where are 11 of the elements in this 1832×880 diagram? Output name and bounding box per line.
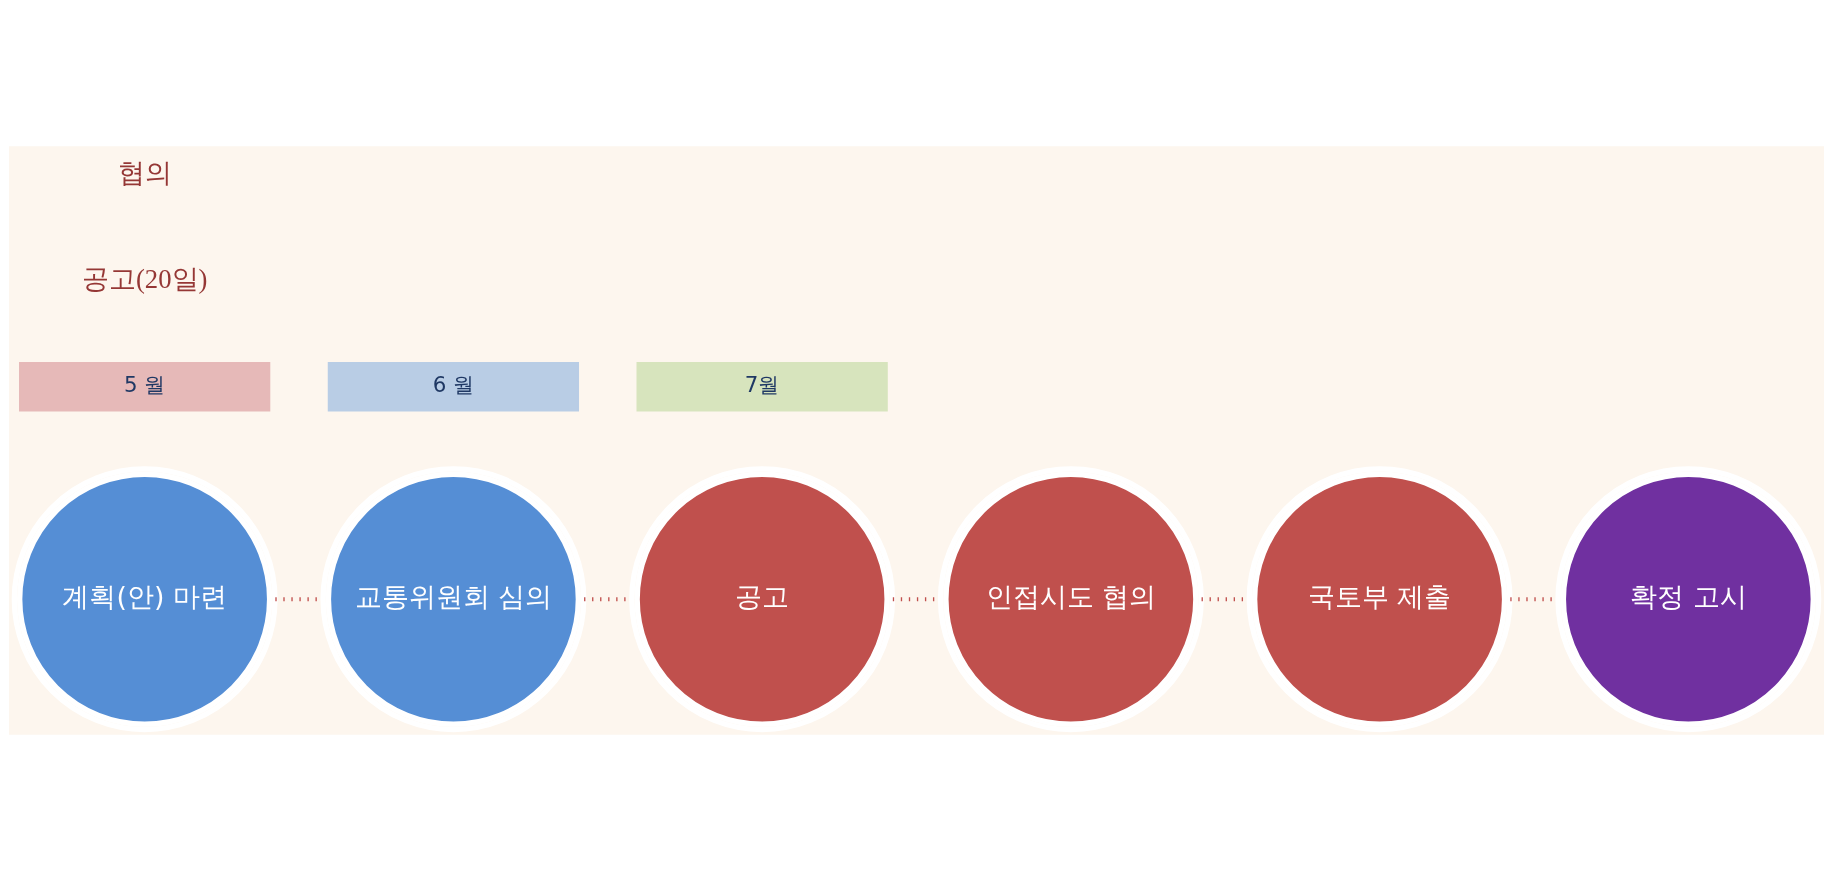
node-circle: 확정 고시	[1554, 465, 1821, 732]
node-circle: 공고	[628, 465, 895, 732]
node-circle: 교통위원회 심의	[319, 465, 586, 732]
node-circle: 계획(안) 마련	[11, 465, 278, 732]
node-box: 7월	[636, 361, 888, 411]
label: 협의	[117, 157, 172, 188]
label: 공고(20일)	[81, 263, 207, 294]
node-box: 6 월	[327, 361, 579, 411]
node-circle: 국토부 제출	[1246, 465, 1513, 732]
node-box: 5 월	[18, 361, 270, 411]
node-circle: 인접시도 협의	[937, 465, 1204, 732]
